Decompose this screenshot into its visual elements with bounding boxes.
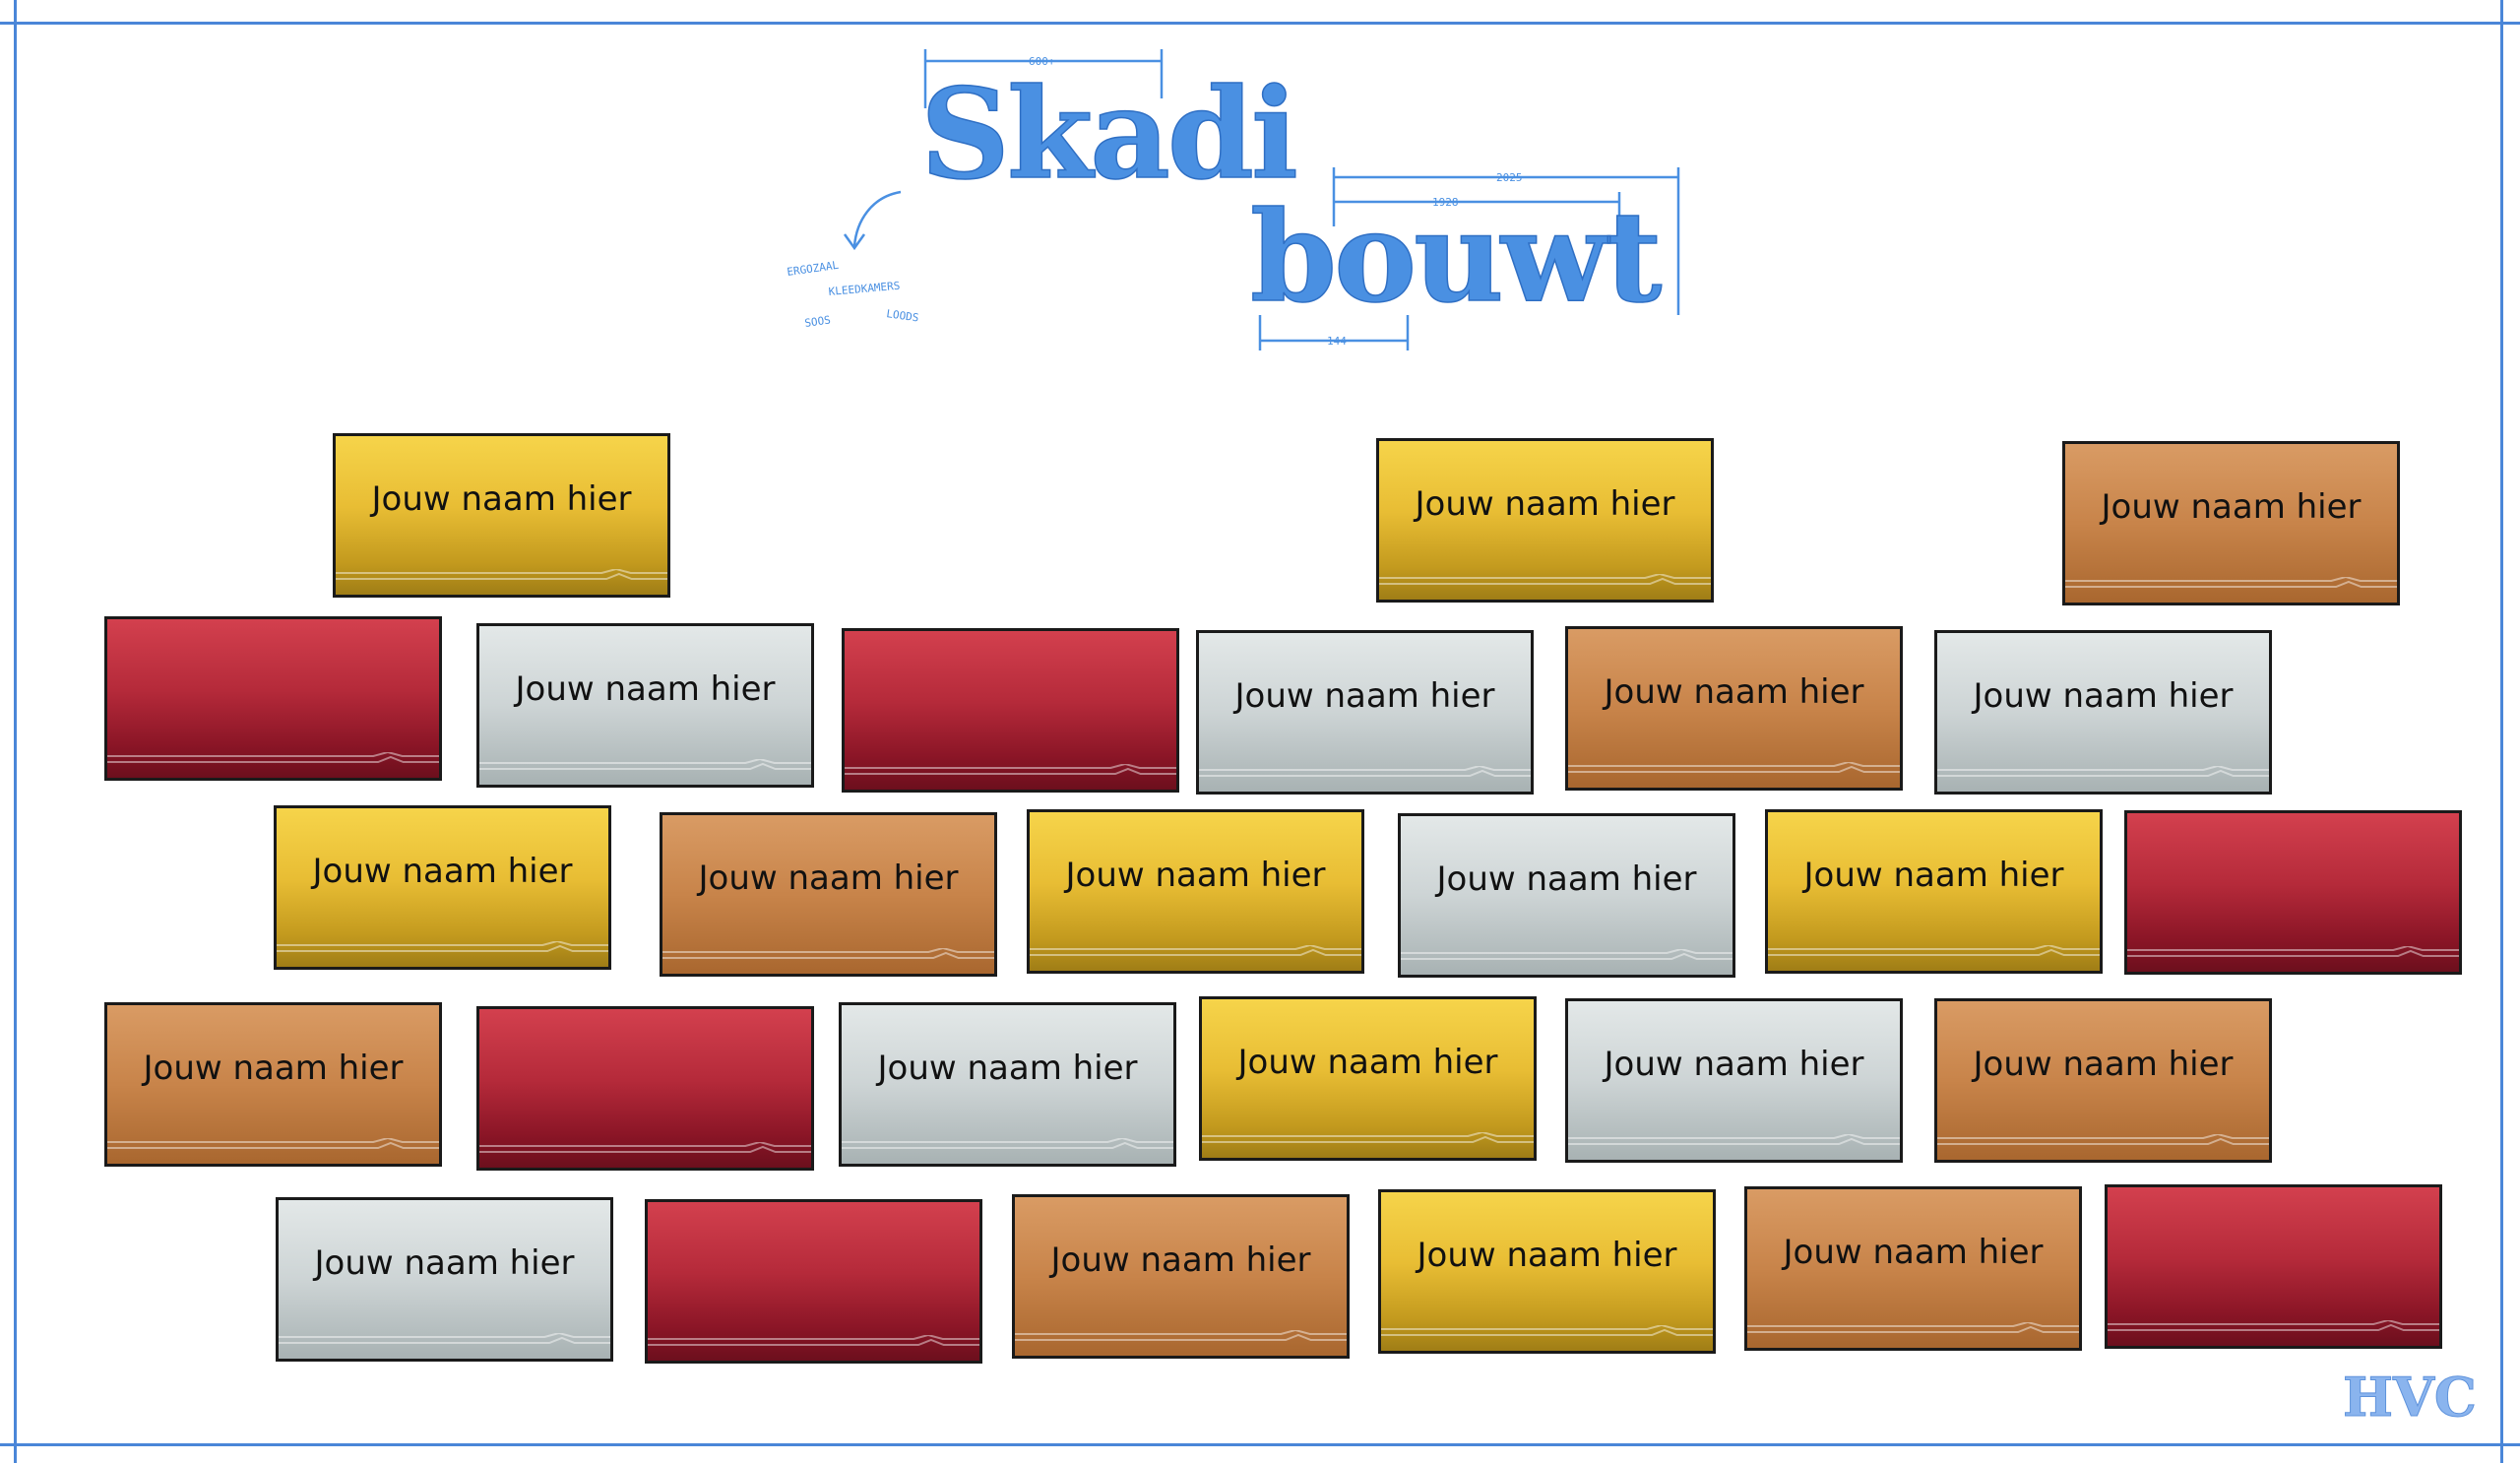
brick-trim-ornament xyxy=(279,1333,610,1349)
name-brick[interactable]: Jouw naam hier xyxy=(1012,1194,1350,1359)
dim-right-inner-label: 1928 xyxy=(1432,196,1459,209)
frame-bottom-line xyxy=(0,1443,2520,1446)
brick-trim-ornament xyxy=(2108,1320,2439,1336)
name-brick[interactable]: Jouw naam hier xyxy=(276,1197,613,1362)
name-brick[interactable] xyxy=(2105,1184,2442,1349)
brick-trim-ornament xyxy=(842,1138,1173,1154)
note-loods: LOODS xyxy=(886,307,920,324)
brick-trim-ornament xyxy=(1568,1134,1900,1150)
brick-trim-ornament xyxy=(1015,1330,1347,1346)
name-brick[interactable]: Jouw naam hier xyxy=(333,433,670,598)
note-soos: SOOS xyxy=(804,313,832,330)
brick-trim-ornament xyxy=(662,948,994,964)
brick-trim-ornament xyxy=(1199,766,1531,782)
brick-trim-ornament xyxy=(648,1335,979,1351)
name-brick[interactable]: Jouw naam hier xyxy=(1196,630,1534,795)
brick-name-label: Jouw naam hier xyxy=(1234,676,1495,716)
blueprint-logo-graphic: 600+ 2025 1928 144 ERGOZAAL KLEEDKAMERS … xyxy=(788,49,1680,350)
brick-name-label: Jouw naam hier xyxy=(314,1243,575,1283)
name-brick[interactable]: Jouw naam hier xyxy=(2062,441,2400,605)
brick-trim-ornament xyxy=(1768,945,2100,961)
brick-name-label: Jouw naam hier xyxy=(877,1049,1138,1088)
brick-name-label: Jouw naam hier xyxy=(1237,1043,1498,1082)
brick-trim-ornament xyxy=(2065,577,2397,593)
brick-trim-ornament xyxy=(1568,762,1900,778)
brick-name-label: Jouw naam hier xyxy=(1973,1045,2234,1084)
brick-name-label: Jouw naam hier xyxy=(1417,1236,1677,1275)
brick-name-label: Jouw naam hier xyxy=(2101,487,2362,527)
skadi-bouwt-logo: 600+ 2025 1928 144 ERGOZAAL KLEEDKAMERS … xyxy=(788,30,1732,364)
brick-trim-ornament xyxy=(1381,1325,1713,1341)
brick-trim-ornament xyxy=(107,752,439,768)
name-brick[interactable]: Jouw naam hier xyxy=(1378,1189,1716,1354)
name-brick[interactable] xyxy=(2124,810,2462,975)
note-kleedkamers: KLEEDKAMERS xyxy=(828,280,901,298)
logo-word-bouwt: bouwt xyxy=(1250,184,1662,330)
brick-trim-ornament xyxy=(107,1138,439,1154)
brick-name-label: Jouw naam hier xyxy=(371,479,632,519)
name-brick[interactable] xyxy=(842,628,1179,793)
brick-trim-ornament xyxy=(1937,1134,2269,1150)
name-brick[interactable]: Jouw naam hier xyxy=(1765,809,2103,974)
name-brick[interactable]: Jouw naam hier xyxy=(274,805,611,970)
name-brick[interactable]: Jouw naam hier xyxy=(1934,630,2272,795)
logo-word-skadi: Skadi xyxy=(920,61,1295,207)
hvc-logo-text: HVC xyxy=(2343,1366,2477,1424)
frame-left-line xyxy=(14,0,17,1463)
brick-trim-ornament xyxy=(1401,949,1732,965)
brick-trim-ornament xyxy=(2127,946,2459,962)
name-brick[interactable]: Jouw naam hier xyxy=(1744,1186,2082,1351)
brick-trim-ornament xyxy=(1030,945,1361,961)
hvc-logo-graphic: HVC xyxy=(2343,1366,2478,1425)
name-brick[interactable]: Jouw naam hier xyxy=(1199,996,1537,1161)
brick-name-label: Jouw naam hier xyxy=(515,669,776,709)
name-brick[interactable] xyxy=(476,1006,814,1171)
brick-name-label: Jouw naam hier xyxy=(1973,676,2234,716)
brick-trim-ornament xyxy=(1379,574,1711,590)
name-brick[interactable]: Jouw naam hier xyxy=(1934,998,2272,1163)
brick-name-label: Jouw naam hier xyxy=(1436,859,1697,899)
name-brick[interactable]: Jouw naam hier xyxy=(1376,438,1714,603)
brick-trim-ornament xyxy=(1202,1132,1534,1148)
brick-name-label: Jouw naam hier xyxy=(1050,1240,1311,1280)
name-brick[interactable]: Jouw naam hier xyxy=(476,623,814,788)
brick-name-label: Jouw naam hier xyxy=(1604,672,1864,712)
dim-right-outer-label: 2025 xyxy=(1496,171,1523,184)
name-brick[interactable] xyxy=(645,1199,982,1364)
name-brick[interactable]: Jouw naam hier xyxy=(104,1002,442,1167)
brick-trim-ornament xyxy=(336,569,667,585)
name-brick[interactable]: Jouw naam hier xyxy=(839,1002,1176,1167)
name-brick[interactable]: Jouw naam hier xyxy=(1398,813,1735,978)
frame-top-line xyxy=(0,22,2520,25)
brick-name-label: Jouw naam hier xyxy=(1783,1233,2044,1272)
hvc-logo: HVC xyxy=(2341,1365,2488,1425)
name-brick[interactable]: Jouw naam hier xyxy=(1565,626,1903,791)
name-brick[interactable] xyxy=(104,616,442,781)
dim-top-label: 600+ xyxy=(1029,55,1055,68)
brick-trim-ornament xyxy=(277,941,608,957)
dim-bottom-label: 144 xyxy=(1327,335,1347,348)
brick-name-label: Jouw naam hier xyxy=(143,1049,404,1088)
brick-name-label: Jouw naam hier xyxy=(1803,856,2064,895)
note-ergozaal: ERGOZAAL xyxy=(788,259,840,279)
brick-trim-ornament xyxy=(1747,1322,2079,1338)
brick-name-label: Jouw naam hier xyxy=(1604,1045,1864,1084)
name-brick[interactable]: Jouw naam hier xyxy=(1565,998,1903,1163)
brick-trim-ornament xyxy=(845,764,1176,780)
brick-name-label: Jouw naam hier xyxy=(1065,856,1326,895)
frame-right-line xyxy=(2500,0,2503,1463)
brick-name-label: Jouw naam hier xyxy=(698,859,959,898)
name-brick[interactable]: Jouw naam hier xyxy=(1027,809,1364,974)
brick-name-label: Jouw naam hier xyxy=(1415,484,1675,524)
brick-trim-ornament xyxy=(479,1142,811,1158)
name-brick[interactable]: Jouw naam hier xyxy=(660,812,997,977)
brick-trim-ornament xyxy=(479,759,811,775)
brick-trim-ornament xyxy=(1937,766,2269,782)
brick-name-label: Jouw naam hier xyxy=(312,852,573,891)
